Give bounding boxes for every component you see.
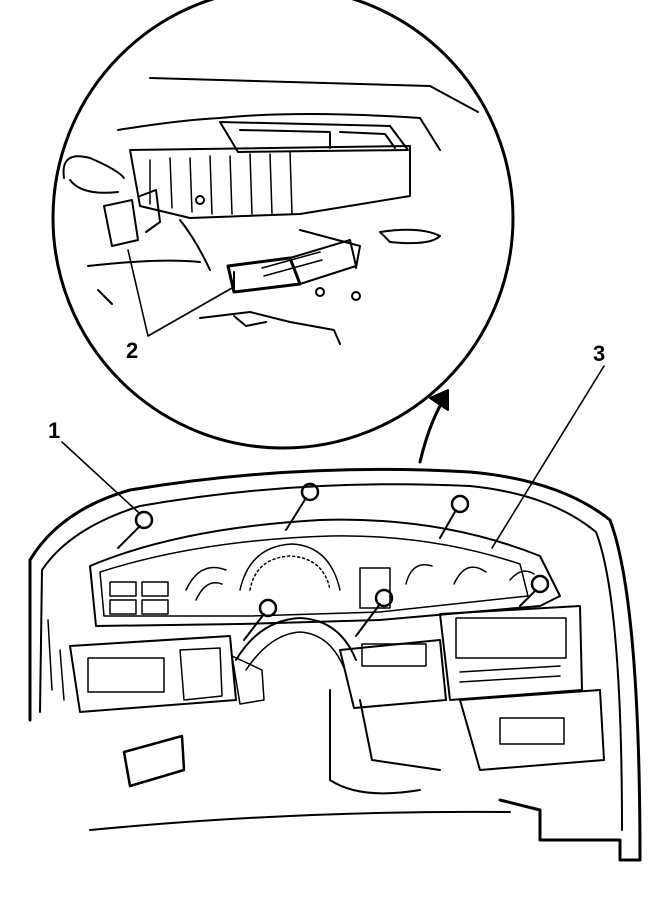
inset-vent: [130, 146, 410, 218]
leader-2: [128, 250, 232, 336]
callout-2: 2: [126, 338, 139, 363]
screw-lower-center: [376, 590, 392, 606]
inset-dash-curve: [118, 114, 440, 150]
detail-inset: [53, 0, 513, 448]
gauge-right-1: [406, 565, 432, 584]
screw-top-right: [452, 496, 468, 512]
detail-circle: [53, 0, 513, 448]
cluster-face: [100, 536, 528, 616]
inset-cluster-connector: [228, 258, 300, 292]
screw-top-center: [302, 484, 318, 500]
screw-lower-left: [260, 600, 276, 616]
lower-right-panel: [440, 606, 582, 700]
inset-top-module: [220, 122, 408, 152]
dash-outer-shell: [30, 469, 640, 860]
lower-left-panel: [70, 636, 236, 712]
left-lower-pad: [124, 736, 184, 786]
dashboard: [30, 469, 640, 860]
cluster-screws: [118, 484, 548, 640]
center-stack: [340, 640, 446, 708]
speedometer: [240, 544, 340, 590]
gauges: [186, 544, 534, 608]
inset-dash-top: [150, 78, 478, 112]
callout-3: 3: [593, 341, 606, 366]
floor-line: [90, 812, 510, 830]
screw-right: [532, 576, 548, 592]
inset-connector: [104, 200, 138, 246]
gauge-right-2: [454, 567, 486, 584]
leader-3: [492, 366, 604, 548]
leader-1: [62, 442, 138, 512]
gauge-left: [186, 568, 226, 591]
detail-arrow-head: [430, 390, 448, 410]
left-vent-grid: [110, 582, 168, 614]
inset-wire-harness: [64, 156, 124, 193]
cluster-bezel: [90, 520, 560, 626]
gauge-right-3: [510, 571, 534, 580]
screw-left: [136, 512, 152, 528]
steering-column-opening: [236, 618, 356, 660]
callout-1: 1: [48, 418, 61, 443]
